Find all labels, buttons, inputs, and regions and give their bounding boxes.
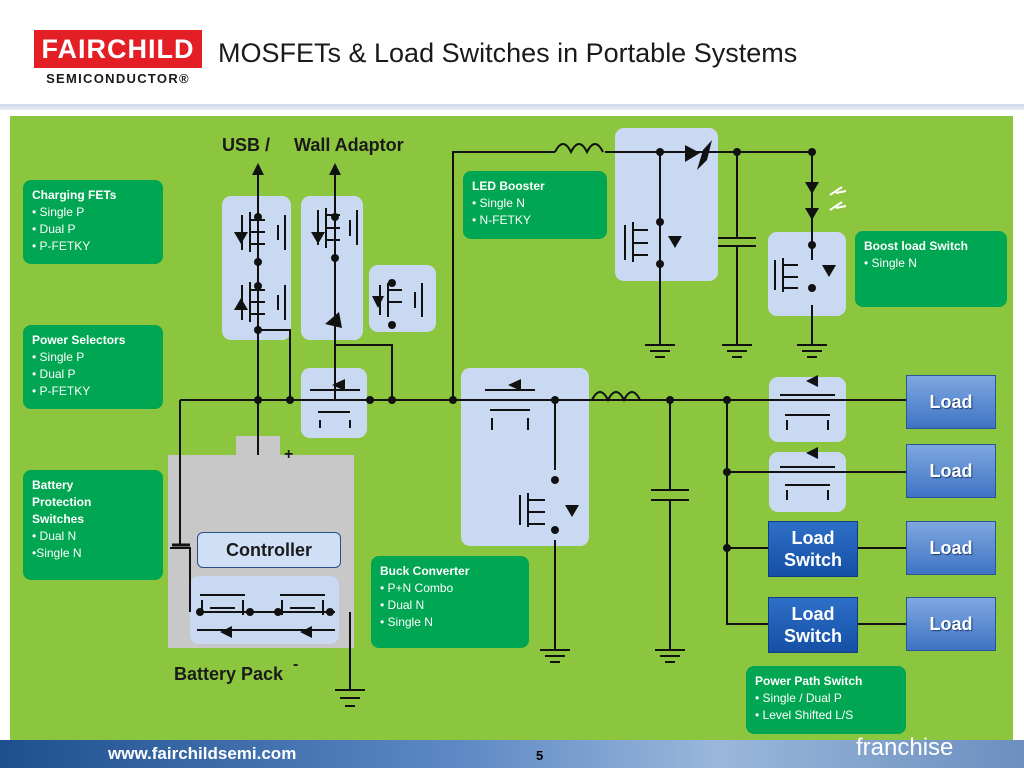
logo-top-text: FAIRCHILD — [34, 30, 202, 68]
charging-fets-item: • P-FETKY — [32, 239, 91, 253]
battery-protection-item: • Dual N — [32, 529, 77, 543]
load-switch-block-1: Load Switch — [768, 521, 858, 577]
buck-converter-callout: Buck Converter • P+N Combo • Dual N • Si… — [371, 556, 529, 648]
battery-protection-callout: Battery Protection Switches • Dual N •Si… — [23, 470, 163, 580]
led-booster-item: • Single N — [472, 196, 525, 210]
path-fet1-highlight — [769, 377, 846, 442]
power-selectors-item: • P-FETKY — [32, 384, 91, 398]
buck-converter-item: • Single N — [380, 615, 433, 629]
footer-brand: franchise — [856, 734, 954, 761]
logo-bottom-text: SEMICONDUCTOR® — [46, 71, 190, 86]
buck-converter-item: • Dual N — [380, 598, 425, 612]
controller-box: Controller — [197, 532, 341, 568]
power-path-switch-title: Power Path Switch — [755, 674, 863, 688]
load-block-4: Load — [906, 597, 996, 651]
power-selectors-item: • Dual P — [32, 367, 76, 381]
power-path-switch-item: • Single / Dual P — [755, 691, 842, 705]
footer-website[interactable]: www.fairchildsemi.com — [108, 744, 297, 763]
battery-protection-title: Battery Protection Switches — [32, 478, 92, 526]
usb-label: USB / — [222, 135, 271, 155]
boost-load-switch-item: • Single N — [864, 256, 917, 270]
charging-fets-item: • Single P — [32, 205, 85, 219]
power-selectors-callout: Power Selectors • Single P • Dual P • P-… — [23, 325, 163, 409]
battery-pack-label: Battery Pack — [174, 664, 284, 684]
header: FAIRCHILD SEMICONDUCTOR® MOSFETs & Load … — [0, 0, 1024, 110]
power-path-switch-callout: Power Path Switch • Single / Dual P • Le… — [746, 666, 906, 734]
power-selectors-title: Power Selectors — [32, 333, 126, 347]
boost-load-switch-callout: Boost load Switch • Single N — [855, 231, 1007, 307]
slide-title: MOSFETs & Load Switches in Portable Syst… — [218, 38, 798, 68]
led-booster-title: LED Booster — [472, 179, 545, 193]
charging-fets-item: • Dual P — [32, 222, 76, 236]
fairchild-logo: FAIRCHILD SEMICONDUCTOR® — [34, 30, 202, 88]
battery-plus-label: + — [284, 446, 294, 463]
boost-fet-highlight — [768, 232, 846, 316]
buck-fet-highlight — [461, 368, 589, 546]
load-block-1: Load — [906, 375, 996, 429]
charging-fets-title: Charging FETs — [32, 188, 117, 202]
footer-bar — [0, 740, 1024, 768]
power-selectors-item: • Single P — [32, 350, 85, 364]
boost-load-switch-title: Boost load Switch — [864, 239, 969, 253]
booster-feed — [452, 151, 555, 400]
protection-fet-highlight — [190, 576, 339, 644]
charging-fets-callout: Charging FETs • Single P • Dual P • P-FE… — [23, 180, 163, 264]
header-divider — [0, 104, 1024, 110]
path-fet2-highlight — [769, 452, 846, 512]
battery-minus-label: - — [293, 656, 299, 673]
buck-converter-item: • P+N Combo — [380, 581, 454, 595]
battery-protection-item: •Single N — [32, 546, 82, 560]
led-booster-item: • N-FETKY — [472, 213, 531, 227]
load-block-2: Load — [906, 444, 996, 498]
wall-adaptor-label: Wall Adaptor — [294, 135, 404, 155]
buck-converter-title: Buck Converter — [380, 564, 470, 578]
led-booster-callout: LED Booster • Single N • N-FETKY — [463, 171, 607, 239]
page-number: 5 — [536, 748, 544, 763]
load-block-3: Load — [906, 521, 996, 575]
load-switch-block-2: Load Switch — [768, 597, 858, 653]
power-path-switch-item: • Level Shifted L/S — [755, 708, 854, 722]
selector-fet-highlight — [301, 196, 363, 340]
